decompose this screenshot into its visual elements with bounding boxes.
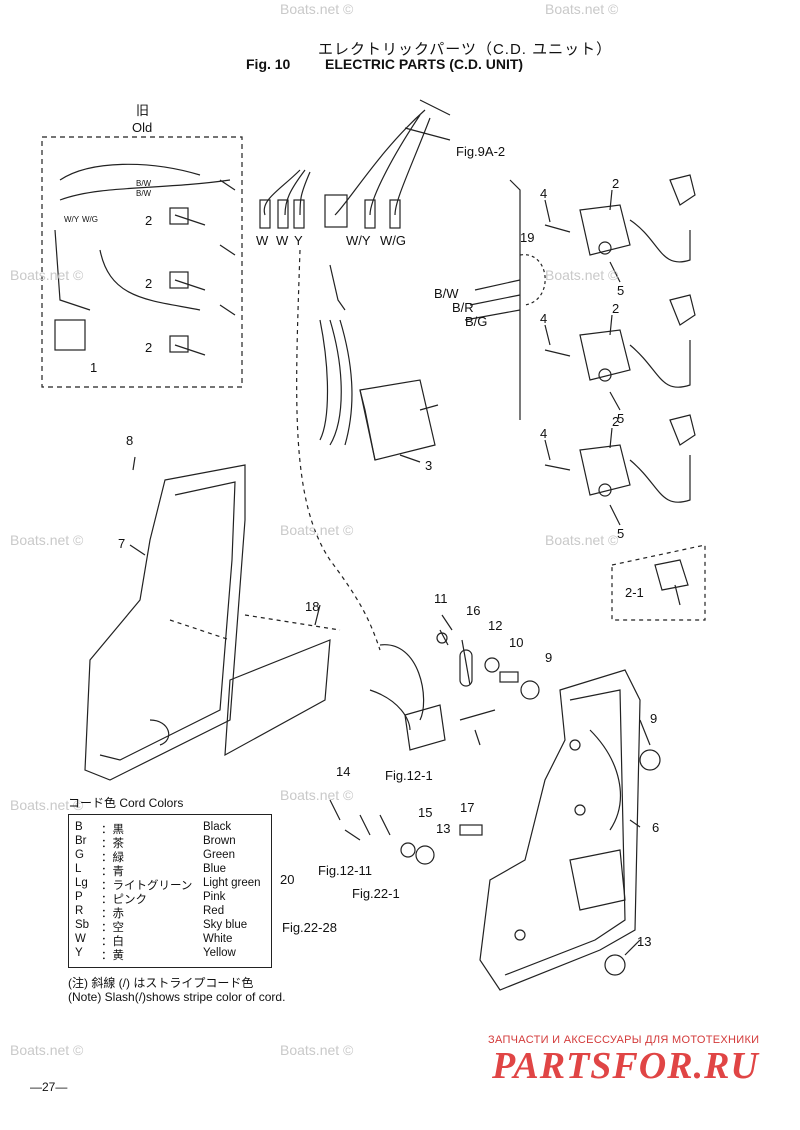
callout: 17 bbox=[460, 800, 474, 815]
shop-logo: PARTSFOR.RU bbox=[492, 1045, 759, 1087]
watermark: Boats.net © bbox=[280, 1, 354, 17]
callout: 2 bbox=[145, 213, 152, 228]
watermark: Boats.net © bbox=[545, 1, 619, 17]
wire-tag: W/G bbox=[380, 233, 406, 248]
wire-tag: W bbox=[256, 233, 269, 248]
callout: 2 bbox=[612, 414, 619, 429]
reference: Fig.12-11 bbox=[318, 863, 372, 878]
watermark: Boats.net © bbox=[545, 532, 619, 548]
wire-tag: B/R bbox=[452, 300, 474, 315]
old-label-jp: 旧 bbox=[136, 103, 149, 118]
callout: 2 bbox=[145, 340, 152, 355]
callout: 4 bbox=[540, 186, 547, 201]
note-english: (Note) Slash(/)shows stripe color of cor… bbox=[68, 990, 286, 1004]
wire-label: B/W bbox=[136, 179, 152, 188]
callout: 18 bbox=[305, 599, 319, 614]
callout: 2-1 bbox=[625, 585, 644, 600]
callout: 5 bbox=[617, 526, 624, 541]
reference: Fig.9A-2 bbox=[456, 144, 505, 159]
callout: 2 bbox=[145, 276, 152, 291]
wire-tag: W/Y bbox=[346, 233, 371, 248]
wire-label: W/G bbox=[82, 215, 98, 224]
callout: 8 bbox=[126, 433, 133, 448]
wire-tag: Y bbox=[294, 233, 303, 248]
callout: 13 bbox=[436, 821, 450, 836]
callout: 20 bbox=[280, 872, 294, 887]
watermark: Boats.net © bbox=[10, 267, 84, 283]
callout: 14 bbox=[336, 764, 350, 779]
reference: Fig.22-28 bbox=[282, 920, 337, 935]
note-japanese: (注) 斜線 (/) はストライプコード色 bbox=[68, 976, 254, 990]
callout: 12 bbox=[488, 618, 502, 633]
callout: 15 bbox=[418, 805, 432, 820]
shop-tagline: ЗАПЧАСТИ И АКСЕССУАРЫ ДЛЯ МОТОТЕХНИКИ bbox=[488, 1034, 760, 1046]
watermark: Boats.net © bbox=[280, 1042, 354, 1058]
wire-label: B/W bbox=[136, 189, 152, 198]
title-japanese: エレクトリックパーツ（C.D. ユニット） bbox=[318, 41, 613, 58]
callout: 4 bbox=[540, 426, 547, 441]
callout: 10 bbox=[509, 635, 523, 650]
figure-number: Fig. 10 bbox=[246, 56, 291, 72]
callout: 5 bbox=[617, 411, 624, 426]
callout: 4 bbox=[540, 311, 547, 326]
cord-colors-title: コード色 Cord Colors bbox=[68, 796, 184, 810]
title-english: ELECTRIC PARTS (C.D. UNIT) bbox=[325, 56, 524, 72]
callout: 2 bbox=[612, 176, 619, 191]
wire-tag: B/G bbox=[465, 314, 487, 329]
page-number: —27— bbox=[30, 1080, 68, 1094]
watermark: Boats.net © bbox=[10, 797, 84, 813]
wire-tag: W bbox=[276, 233, 289, 248]
reference: Fig.12-1 bbox=[385, 768, 433, 783]
callout: 7 bbox=[118, 536, 125, 551]
watermark: Boats.net © bbox=[10, 532, 84, 548]
callout-numbers: 1 2 2 2 2 2 2 2-1 3 4 4 4 5 5 5 6 7 8 9 … bbox=[90, 176, 659, 949]
callout: 3 bbox=[425, 458, 432, 473]
callout: 16 bbox=[466, 603, 480, 618]
watermark: Boats.net © bbox=[545, 267, 619, 283]
callout: 5 bbox=[617, 283, 624, 298]
reference: Fig.22-1 bbox=[352, 886, 400, 901]
callout: 13 bbox=[637, 934, 651, 949]
wire-tag: B/W bbox=[434, 286, 459, 301]
callout: 9 bbox=[650, 711, 657, 726]
callout: 9 bbox=[545, 650, 552, 665]
old-parts-box bbox=[41, 136, 243, 388]
callout: 11 bbox=[434, 591, 448, 606]
watermark: Boats.net © bbox=[280, 522, 354, 538]
watermark: Boats.net © bbox=[10, 1042, 84, 1058]
callout: 6 bbox=[652, 820, 659, 835]
watermark: Boats.net © bbox=[280, 787, 354, 803]
old-label-en: Old bbox=[132, 120, 152, 135]
wire-label: W/Y bbox=[64, 215, 80, 224]
watermarks: Boats.net © Boats.net © Boats.net © Boat… bbox=[10, 1, 619, 1058]
callout: 1 bbox=[90, 360, 97, 375]
callout: 19 bbox=[520, 230, 534, 245]
callout: 2 bbox=[612, 301, 619, 316]
